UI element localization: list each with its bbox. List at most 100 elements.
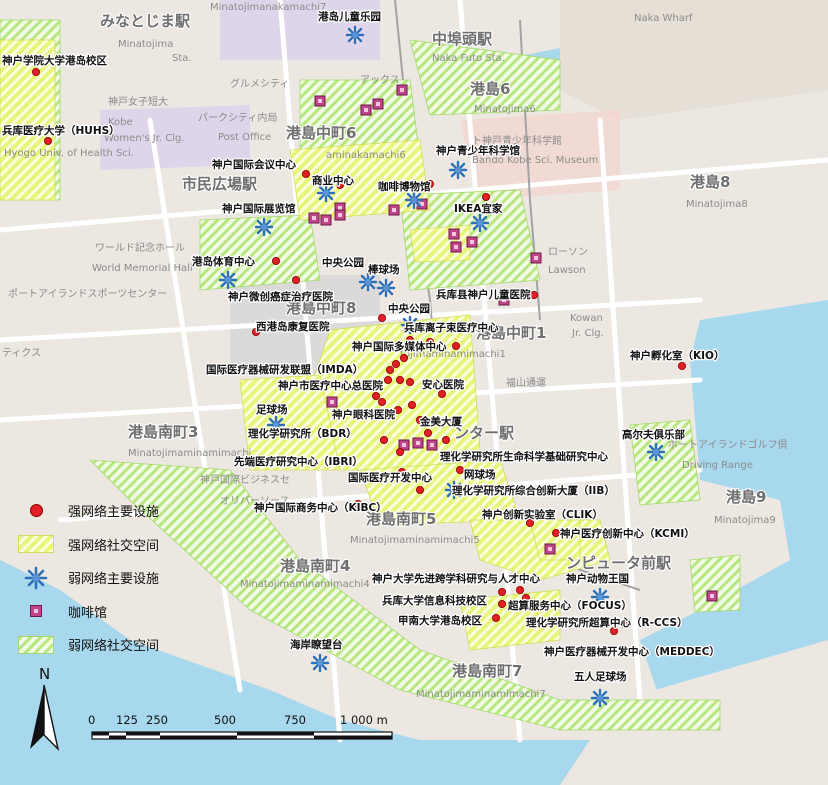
blue-star-marker bbox=[646, 442, 666, 462]
north-arrow: N bbox=[22, 665, 72, 755]
blue-star-marker bbox=[310, 653, 330, 673]
svg-text:市民広場駅: 市民広場駅 bbox=[182, 175, 258, 193]
svg-text:中埠頭駅: 中埠頭駅 bbox=[432, 30, 493, 48]
svg-text:神户创新实验室（CLIK）: 神户创新实验室（CLIK） bbox=[482, 508, 603, 521]
svg-text:中央公园: 中央公园 bbox=[322, 256, 364, 269]
svg-text:Kobe: Kobe bbox=[108, 117, 133, 128]
svg-text:神户国际展览馆: 神户国际展览馆 bbox=[222, 202, 296, 215]
cafe-marker bbox=[314, 95, 326, 107]
scale-tick-label: 250 bbox=[146, 713, 168, 727]
svg-text:Minatojima8: Minatojima8 bbox=[686, 199, 748, 210]
svg-text:ンピュータ前駅: ンピュータ前駅 bbox=[566, 554, 672, 572]
svg-text:Women's Jr. Clg.: Women's Jr. Clg. bbox=[104, 133, 185, 144]
cafe-marker bbox=[396, 84, 408, 96]
land-northeast bbox=[560, 0, 828, 120]
map-legend: 强网络主要设施 强网络社交空间 弱网络主要设施 咖啡馆 弱网络社交空间 bbox=[14, 494, 244, 662]
legend-item-strong-space: 强网络社交空间 bbox=[14, 528, 244, 562]
scale-bar: 0 125 250 500 750 1 000 m bbox=[88, 710, 408, 750]
cafe-marker bbox=[372, 98, 384, 110]
svg-text:神户大学先进跨学科研究与人才中心: 神户大学先进跨学科研究与人才中心 bbox=[372, 572, 540, 585]
legend-item-cafe: 咖啡馆 bbox=[14, 595, 244, 629]
north-arrow-right-icon bbox=[43, 684, 60, 752]
svg-text:神户国际会议中心: 神户国际会议中心 bbox=[212, 158, 296, 171]
svg-text:Lawson: Lawson bbox=[548, 265, 586, 276]
weak-facility-labels: 港岛儿童乐园 神户青少年科学馆 中央公园 棒球场 足球场 高尔夫俱乐部 海岸瞭望… bbox=[255, 9, 687, 685]
svg-text:港島8: 港島8 bbox=[690, 173, 730, 191]
svg-text:Naka Futo Sta.: Naka Futo Sta. bbox=[432, 53, 505, 64]
svg-text:オリバーソース: オリバーソース bbox=[220, 495, 290, 507]
legend-item-strong-facility: 强网络主要设施 bbox=[14, 494, 244, 528]
svg-text:Driving Range: Driving Range bbox=[682, 460, 753, 471]
svg-text:ティクス: ティクス bbox=[2, 347, 41, 359]
blue-star-marker bbox=[345, 25, 365, 45]
svg-text:足球场: 足球场 bbox=[256, 403, 288, 416]
cafe-marker bbox=[426, 439, 438, 451]
svg-text:中央公园: 中央公园 bbox=[388, 302, 430, 315]
svg-text:港島南町4: 港島南町4 bbox=[280, 557, 350, 575]
svg-text:ポートアイランドスポーツセンター: ポートアイランドスポーツセンター bbox=[8, 288, 167, 300]
north-label: N bbox=[39, 665, 50, 683]
cafe-marker bbox=[450, 241, 462, 253]
svg-text:兵库大学信息科技校区: 兵库大学信息科技校区 bbox=[382, 594, 487, 607]
cafe-marker bbox=[706, 590, 718, 602]
svg-text:World Memorial Hall: World Memorial Hall bbox=[92, 263, 193, 274]
svg-text:aminakamachi6: aminakamachi6 bbox=[326, 150, 406, 161]
blue-star-marker bbox=[448, 160, 468, 180]
svg-text:港島南町5: 港島南町5 bbox=[366, 510, 436, 528]
svg-text:国际医疗器械研发联盟（IMDA）: 国际医疗器械研发联盟（IMDA） bbox=[206, 363, 363, 376]
svg-text:神户学院大学港岛校区: 神户学院大学港岛校区 bbox=[2, 54, 107, 67]
cafe-marker bbox=[530, 252, 542, 264]
svg-text:棒球场: 棒球场 bbox=[368, 263, 400, 276]
blue-star-marker bbox=[254, 217, 274, 237]
scale-tick-label: 0 bbox=[88, 713, 95, 727]
svg-text:港島南町3: 港島南町3 bbox=[128, 423, 198, 441]
svg-text:港島中町1: 港島中町1 bbox=[476, 324, 546, 342]
svg-text:港島9: 港島9 bbox=[726, 488, 766, 506]
cafe-marker bbox=[448, 228, 460, 240]
svg-text:みなとじま駅: みなとじま駅 bbox=[100, 12, 191, 30]
blue-star-marker bbox=[470, 213, 490, 233]
svg-text:港岛体育中心: 港岛体育中心 bbox=[192, 255, 255, 268]
svg-text:パークシティ内局: パークシティ内局 bbox=[198, 111, 277, 124]
svg-text:tojimaminamimachi1: tojimaminamimachi1 bbox=[400, 349, 506, 360]
svg-text:神户青少年科学馆: 神户青少年科学馆 bbox=[436, 144, 520, 157]
strong-facility-markers bbox=[32, 68, 687, 636]
svg-text:Minatojimaminamimachi4: Minatojimaminamimachi4 bbox=[240, 579, 370, 590]
cafe-marker bbox=[466, 236, 478, 248]
scale-tick-label: 500 bbox=[214, 713, 236, 727]
blue-star-marker bbox=[316, 183, 336, 203]
bay-southwest bbox=[0, 560, 210, 700]
svg-text:ポートアイランドゴルフ倶: ポートアイランドゴルフ倶 bbox=[668, 438, 788, 451]
cafe-marker bbox=[412, 437, 424, 449]
svg-text:安心医院: 安心医院 bbox=[422, 378, 464, 391]
legend-label: 强网络主要设施 bbox=[68, 505, 160, 521]
cafe-marker bbox=[326, 396, 338, 408]
svg-text:神户微创癌症治疗医院: 神户微创癌症治疗医院 bbox=[228, 290, 333, 303]
svg-text:ト神戸青少年科学館: ト神戸青少年科学館 bbox=[472, 134, 562, 147]
svg-text:神戸国際ビジネスセ: 神戸国際ビジネスセ bbox=[200, 473, 290, 486]
svg-text:グルメシティ: グルメシティ bbox=[230, 77, 289, 90]
red-dot-icon bbox=[14, 499, 58, 523]
legend-label: 弱网络主要设施 bbox=[68, 572, 160, 588]
svg-text:Minatojimanakamachi7: Minatojimanakamachi7 bbox=[210, 2, 326, 13]
svg-text:兵库医疗大学（HUHS）: 兵库医疗大学（HUHS） bbox=[2, 124, 120, 137]
strong-social-spaces bbox=[0, 39, 611, 651]
svg-text:Minatojima6: Minatojima6 bbox=[474, 104, 536, 115]
svg-text:Naka Wharf: Naka Wharf bbox=[634, 13, 693, 24]
blue-star-marker bbox=[404, 190, 424, 210]
cafe-marker bbox=[320, 214, 332, 226]
svg-text:神户国际商务中心（KIBC）: 神户国际商务中心（KIBC） bbox=[254, 501, 387, 514]
svg-text:Minatojimaminamimachi: Minatojimaminamimachi bbox=[128, 448, 251, 459]
svg-text:高尔夫俱乐部: 高尔夫俱乐部 bbox=[622, 428, 685, 441]
strong-facility-labels: 神户学院大学港岛校区 兵库医疗大学（HUHS） 神户国际会议中心 商业中心 咖啡… bbox=[1, 53, 726, 660]
svg-text:西港岛康复医院: 西港岛康复医院 bbox=[256, 320, 330, 333]
svg-text:ンター駅: ンター駅 bbox=[454, 424, 515, 442]
svg-text:神户孵化室（KIO）: 神户孵化室（KIO） bbox=[630, 349, 724, 362]
svg-text:Minatojima: Minatojima bbox=[118, 39, 173, 50]
svg-text:甲南大学港岛校区: 甲南大学港岛校区 bbox=[398, 614, 482, 627]
svg-text:港島中町8: 港島中町8 bbox=[286, 299, 356, 317]
svg-text:福山通運: 福山通運 bbox=[506, 376, 546, 389]
svg-text:咖啡博物馆: 咖啡博物馆 bbox=[378, 180, 431, 193]
svg-text:理化学研究所超算中心（R-CCS）: 理化学研究所超算中心（R-CCS） bbox=[526, 616, 688, 629]
